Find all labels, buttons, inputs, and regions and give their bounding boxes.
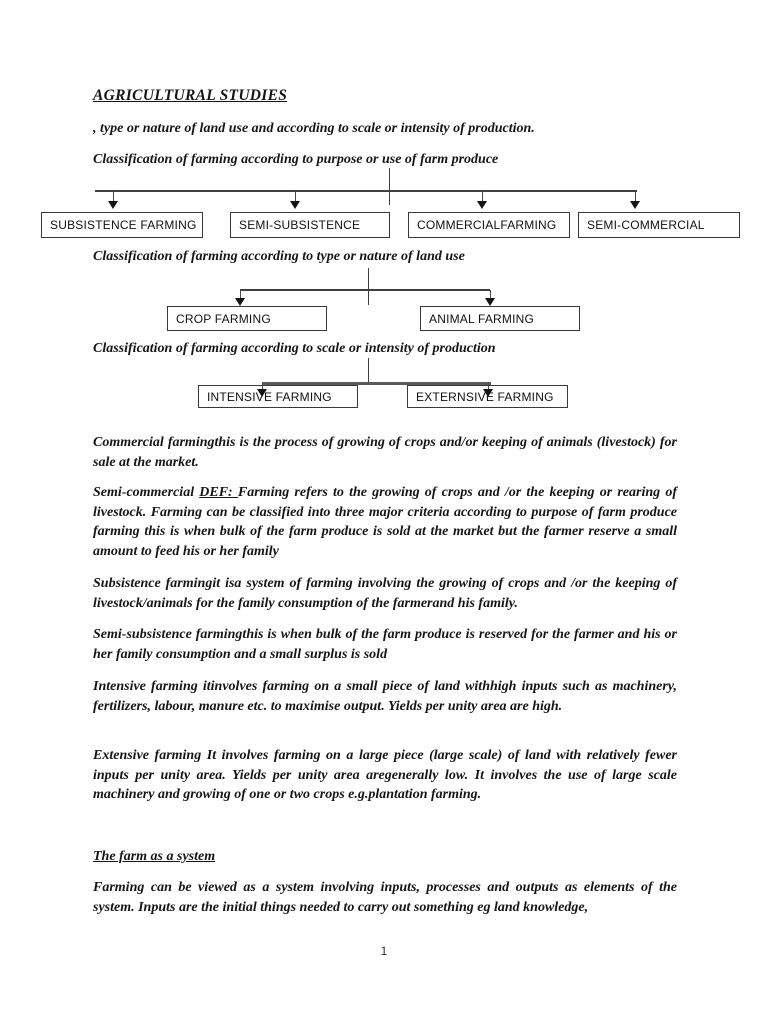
node-box-animal-farming: ANIMAL FARMING [420,306,580,331]
connector-vertical-line [367,268,369,305]
definition-paragraph-commercial: Commercial farmingthis is the process of… [93,435,677,470]
node-label: COMMERCIALFARMING [417,218,557,232]
farm-system-heading: The farm as a system [93,849,216,864]
connector-vertical-line [367,358,369,383]
down-arrow-icon [629,201,640,209]
down-arrow-stem [112,191,114,202]
definition-paragraph-intensive: Intensive farming itinvolves farming on … [93,679,677,714]
classification-heading-1: Classification of farming according to p… [93,152,499,167]
node-label: ANIMAL FARMING [429,311,535,326]
down-arrow-stem [481,191,483,202]
down-arrow-stem [239,290,241,299]
node-label: INTENSIVE FARMING [207,389,332,404]
page-title: AGRICULTURAL STUDIES [93,87,288,104]
def-underlined-label: DEF: [199,485,238,500]
definition-paragraph-semi-subsistence: Semi-subsistence farmingthis is when bul… [93,627,677,662]
down-arrow-stem [489,290,491,299]
classification-heading-2: Classification of farming according to t… [93,249,465,264]
connector-horizontal-line [262,382,491,385]
down-arrow-icon [234,298,245,306]
node-label: SEMI-SUBSISTENCE [239,218,361,232]
node-box-commercial-farming: COMMERCIALFARMING [408,212,570,238]
down-arrow-stem [634,191,636,202]
down-arrow-stem [487,383,489,391]
node-box-semi-subsistence: SEMI-SUBSISTENCE [230,212,390,238]
down-arrow-icon [484,298,495,306]
definition-paragraph-semi-commercial: Semi-commercial DEF: Farming refers to t… [93,483,677,561]
down-arrow-icon [476,201,487,209]
node-label: SUBSISTENCE FARMING [50,218,197,232]
node-box-subsistence-farming: SUBSISTENCE FARMING [41,212,203,238]
farm-system-paragraph: Farming can be viewed as a system involv… [93,880,677,915]
node-box-crop-farming: CROP FARMING [167,306,327,331]
down-arrow-icon [256,389,267,397]
page-number: 1 [380,944,388,958]
down-arrow-icon [107,201,118,209]
node-label: CROP FARMING [176,311,271,326]
down-arrow-stem [261,383,263,391]
node-label: SEMI-COMMERCIAL [587,218,705,232]
down-arrow-icon [482,389,493,397]
connector-vertical-line [388,168,390,205]
paragraph-segment: Semi-commercial [93,485,200,500]
connector-horizontal-line [240,289,490,291]
connector-horizontal-line [95,190,637,192]
down-arrow-stem [294,191,296,202]
paragraph-segment: Farming refers to the growing of crops a… [93,485,677,559]
definition-paragraph-extensive: Extensive farming It involves farming on… [93,748,677,802]
definition-paragraph-subsistence: Subsistence farmingit isa system of farm… [93,576,677,611]
intro-text: , type or nature of land use and accordi… [93,121,535,136]
classification-heading-3: Classification of farming according to s… [93,341,496,356]
node-box-intensive-farming: INTENSIVE FARMING [198,385,358,408]
down-arrow-icon [289,201,300,209]
node-box-semi-commercial: SEMI-COMMERCIAL [578,212,740,238]
